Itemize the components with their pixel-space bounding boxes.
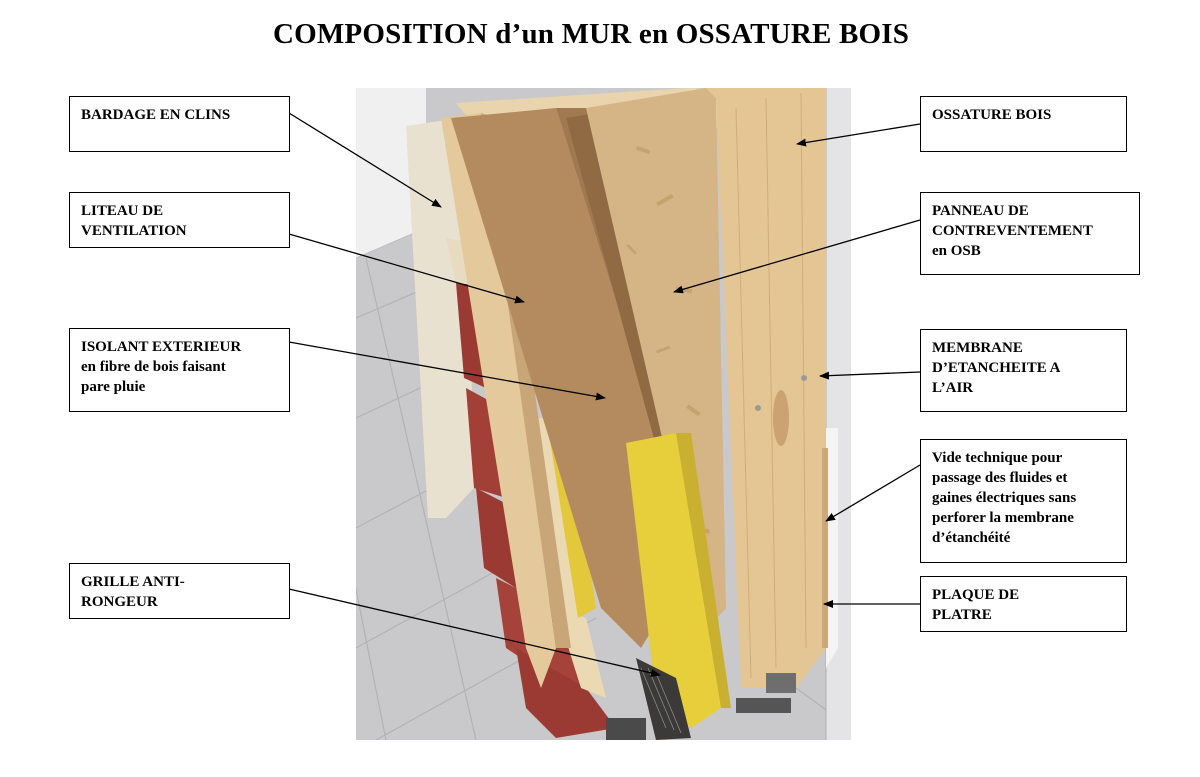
diagram-title: COMPOSITION d’un MUR en OSSATURE BOIS [272,18,910,50]
label-line: ISOLANT EXTERIEUR [81,339,242,355]
label-line: en fibre de bois faisant [81,359,226,375]
label-line: passage des fluides et [932,470,1068,486]
label-line: MEMBRANE [932,340,1023,356]
label-isolant-exterieur: ISOLANT EXTERIEUR en fibre de bois faisa… [69,328,290,412]
label-line: D’ETANCHEITE A [932,360,1061,376]
label-bardage-en-clins: BARDAGE EN CLINS [69,96,290,152]
label-grille-anti-rongeur: GRILLE ANTI- RONGEUR [69,563,290,619]
label-line: CONTREVENTEMENT [932,223,1093,239]
wall-cross-section-photo [356,88,851,740]
label-line: RONGEUR [81,594,158,610]
label-line: LITEAU DE [81,203,164,219]
label-line: pare pluie [81,379,146,395]
label-line: GRILLE ANTI- [81,574,185,590]
label-liteau-de-ventilation: LITEAU DE VENTILATION [69,192,290,248]
label-panneau-de-contreventement: PANNEAU DE CONTREVENTEMENT en OSB [920,192,1140,275]
label-line: OSSATURE BOIS [932,107,1052,123]
label-ossature-bois: OSSATURE BOIS [920,96,1127,152]
label-line: PANNEAU DE [932,203,1029,219]
label-plaque-de-platre: PLAQUE DE PLATRE [920,576,1127,632]
label-membrane-etancheite: MEMBRANE D’ETANCHEITE A L’AIR [920,329,1127,412]
label-line: VENTILATION [81,223,187,239]
label-line: BARDAGE EN CLINS [81,107,231,123]
label-line: d’étanchéité [932,530,1011,546]
label-line: perforer la membrane [932,510,1074,526]
label-line: Vide technique pour [932,450,1063,466]
label-line: PLAQUE DE [932,587,1020,603]
label-line: en OSB [932,243,981,259]
label-vide-technique: Vide technique pour passage des fluides … [920,439,1127,563]
label-line: gaines électriques sans [932,490,1077,506]
label-line: L’AIR [932,380,974,396]
label-line: PLATRE [932,607,992,623]
